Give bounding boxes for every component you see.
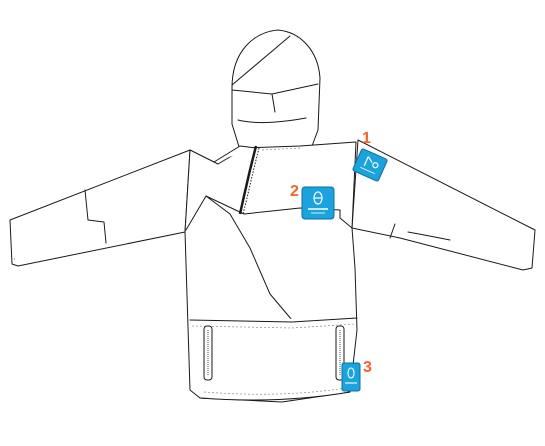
hood-opening — [237, 117, 307, 124]
right-sleeve-panel — [389, 223, 396, 239]
collar-fold — [213, 145, 257, 163]
dryjet-logo-icon — [308, 191, 328, 214]
right-sleeve-cuff-line — [407, 231, 451, 241]
hood-center-seam — [231, 35, 291, 86]
dryjet-logo-icon — [345, 367, 357, 384]
front-flap-right — [205, 195, 245, 215]
left-sleeve — [9, 149, 191, 267]
front-flap-diagonal — [185, 195, 207, 231]
hood-side-panel-right — [271, 83, 319, 95]
badge-2-chest — [301, 186, 335, 220]
yoke-stitch — [191, 323, 356, 329]
badge-1-sleeve — [352, 148, 388, 182]
dryjet-logo-icon — [360, 156, 379, 175]
badge-3-hem — [341, 362, 361, 392]
left-sleeve-panel — [84, 189, 107, 244]
front-flap-left — [205, 195, 293, 321]
hem-line — [199, 391, 351, 401]
front-zipper — [238, 145, 260, 215]
left-cuff-stitch — [13, 257, 17, 263]
callout-3: 3 — [363, 359, 372, 376]
callout-1: 1 — [362, 130, 371, 147]
callout-2: 2 — [290, 183, 299, 200]
hem-stitch — [203, 387, 347, 395]
hem-yoke — [189, 317, 358, 323]
